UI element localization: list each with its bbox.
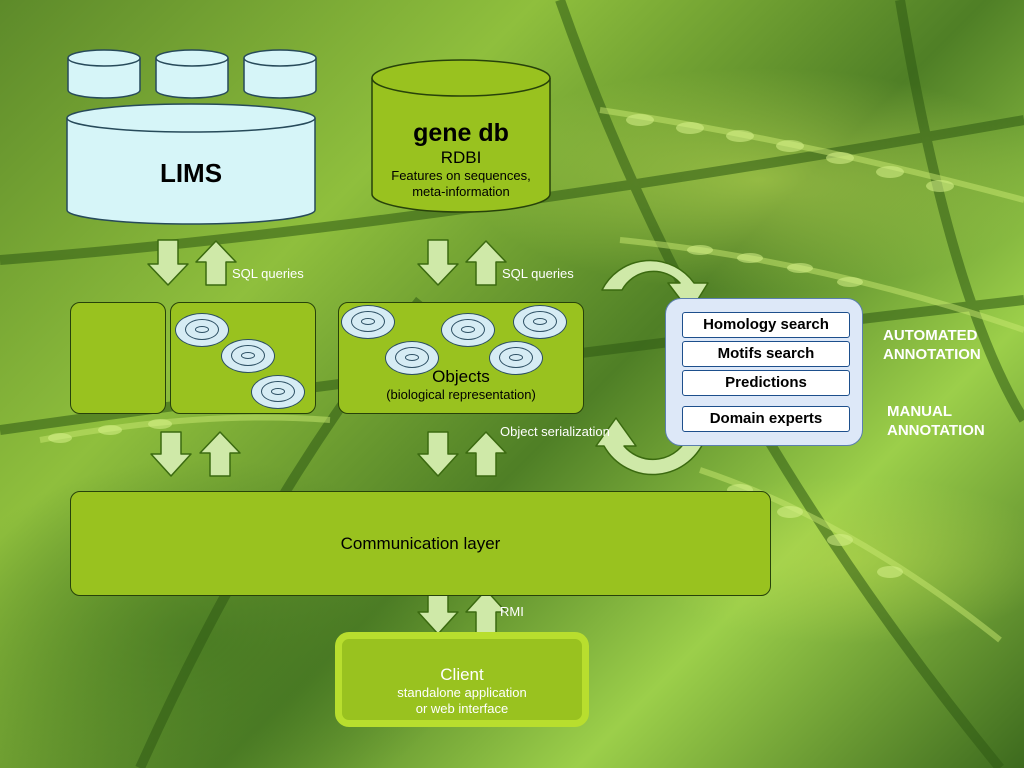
rmi-label: RMI [500,604,524,619]
task-homology-search: Homology search [682,312,850,338]
object-instance [385,341,439,375]
automated-line2: ANNOTATION [883,346,981,363]
curved-arrow-bottom [595,417,707,476]
sql-queries-label-left: SQL queries [232,266,304,281]
client-title: Client [440,665,484,684]
automated-annotation-label: AUTOMATED ANNOTATION [883,326,981,364]
genedb-down-arrow [417,239,459,286]
object-instance [251,375,305,409]
automated-line1: AUTOMATED [883,327,978,344]
task-motifs-search: Motifs search [682,341,850,367]
genedb-title: gene db [413,119,509,147]
objects-box-main: Objects (biological representation) [338,302,584,414]
objects-title: Objects [432,367,490,386]
client-box: Client standalone application or web int… [335,632,589,727]
genedb-text: gene db RDBI Features on sequences, meta… [372,118,550,200]
client-text: Client standalone application or web int… [342,665,582,717]
rmi-down-arrow [417,589,459,635]
communication-layer-label: Communication layer [340,533,501,553]
object-instance [175,313,229,347]
object-instance [441,313,495,347]
sql-queries-label-right: SQL queries [502,266,574,281]
manual-annotation-label: MANUAL ANNOTATION [887,402,985,440]
communication-layer-box: Communication layer [70,491,771,596]
lims-database [66,49,317,225]
rmi-up-arrow [465,589,507,635]
lims-label: LIMS [159,158,223,188]
object-serialization-label: Object serialization [500,424,610,439]
task-domain-experts: Domain experts [682,406,850,432]
genedb-desc-line1: Features on sequences, [391,168,531,183]
lims-down-arrow [147,239,189,286]
client-line1: standalone application [397,685,527,700]
object-instance [513,305,567,339]
objects-box-left [170,302,316,414]
task-predictions: Predictions [682,370,850,396]
objects-right-down-arrow [417,431,459,477]
objects-left-down-arrow [150,431,192,477]
genedb-database [371,59,551,213]
objects-box-left-small [70,302,166,414]
objects-right-up-arrow [465,431,507,477]
genedb-desc-line2: meta-information [412,184,510,199]
object-instance [221,339,275,373]
genedb-subtitle: RDBI [440,148,482,167]
genedb-up-arrow [465,240,507,286]
object-instance [489,341,543,375]
objects-left-up-arrow [199,431,241,477]
client-line2: or web interface [415,701,509,716]
manual-line1: MANUAL [887,403,952,420]
objects-text: Objects (biological representation) [339,367,583,403]
objects-subtitle: (biological representation) [386,387,536,402]
object-instance [341,305,395,339]
manual-line2: ANNOTATION [887,422,985,439]
lims-up-arrow [195,240,237,286]
